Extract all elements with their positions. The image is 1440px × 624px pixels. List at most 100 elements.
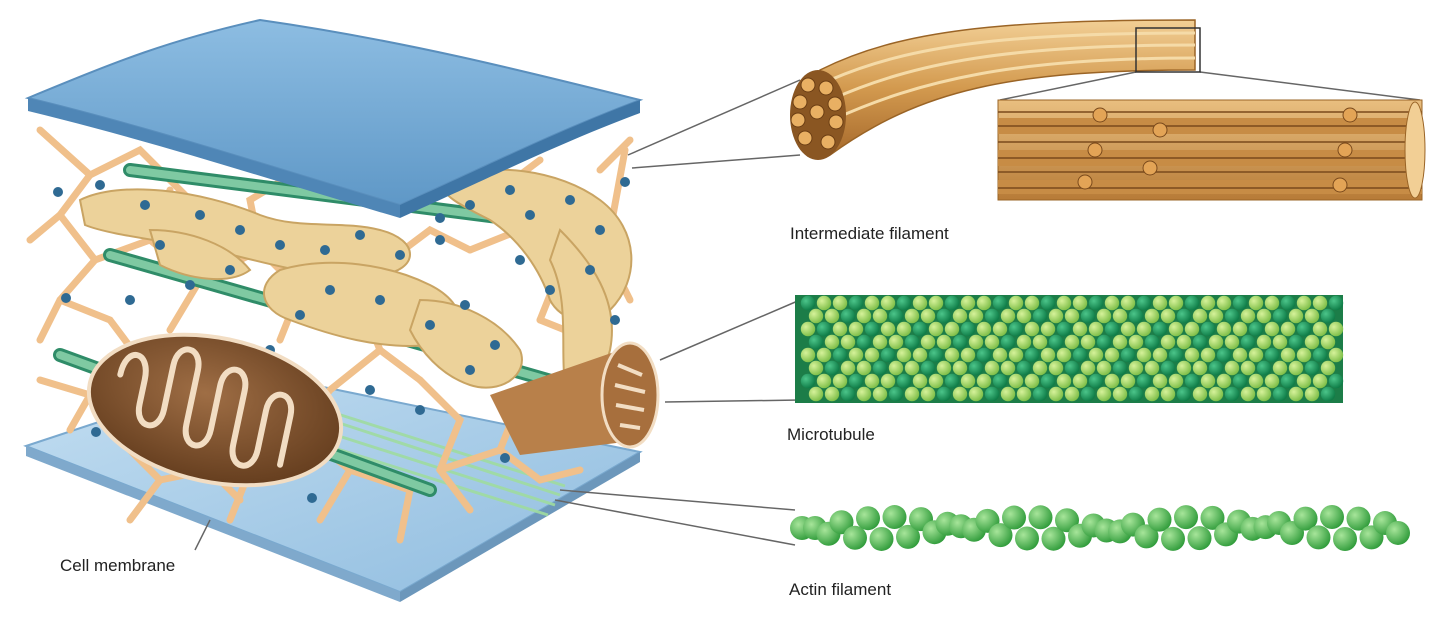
actin-monomer — [896, 524, 920, 549]
tubulin-subunit — [1232, 347, 1248, 363]
tubulin-subunit — [1184, 373, 1200, 389]
tubulin-subunit — [928, 295, 944, 311]
tubulin-subunit — [1040, 295, 1056, 311]
tubulin-subunit — [1232, 373, 1248, 389]
tubulin-subunit — [1192, 334, 1208, 350]
tubulin-subunit — [848, 373, 864, 389]
actin-monomer — [1028, 505, 1053, 530]
tubulin-subunit — [1032, 308, 1048, 324]
tubulin-subunit — [1112, 360, 1128, 376]
tubulin-subunit — [1024, 295, 1040, 311]
tubulin-subunit — [944, 321, 960, 337]
tubulin-subunit — [1136, 347, 1152, 363]
tubulin-subunit — [1104, 373, 1120, 389]
tubulin-subunit — [824, 360, 840, 376]
tubulin-subunit — [1160, 360, 1176, 376]
tubulin-subunit — [1264, 321, 1280, 337]
tubulin-subunit — [864, 373, 880, 389]
tubulin-subunit — [1120, 373, 1136, 389]
tubulin-subunit — [1080, 360, 1096, 376]
tubulin-subunit — [1104, 347, 1120, 363]
tubulin-subunit — [1016, 334, 1032, 350]
tubulin-subunit — [952, 334, 968, 350]
tubulin-subunit — [1216, 321, 1232, 337]
tubulin-subunit — [880, 295, 896, 311]
tubulin-subunit — [1200, 373, 1216, 389]
actin-monomer — [1161, 526, 1185, 551]
tubulin-subunit — [824, 334, 840, 350]
tubulin-subunit — [824, 386, 840, 402]
tubulin-subunit — [968, 386, 984, 402]
tubulin-subunit — [832, 373, 848, 389]
tubulin-subunit — [864, 347, 880, 363]
tubulin-subunit — [1032, 360, 1048, 376]
tubulin-subunit — [808, 360, 824, 376]
actin-filament-detail — [790, 505, 1410, 551]
tubulin-subunit — [1264, 373, 1280, 389]
tubulin-subunit — [912, 321, 928, 337]
tubulin-subunit — [1208, 308, 1224, 324]
tubulin-subunit — [968, 308, 984, 324]
tubulin-subunit — [872, 386, 888, 402]
tubulin-subunit — [808, 334, 824, 350]
tubulin-subunit — [800, 373, 816, 389]
tubulin-subunit — [1296, 373, 1312, 389]
tubulin-subunit — [912, 295, 928, 311]
actin-monomer — [1015, 526, 1039, 551]
tubulin-subunit — [1080, 308, 1096, 324]
tubulin-subunit — [1168, 295, 1184, 311]
tubulin-subunit — [1200, 321, 1216, 337]
tubulin-subunit — [1168, 347, 1184, 363]
tubulin-subunit — [1144, 360, 1160, 376]
tubulin-subunit — [1144, 308, 1160, 324]
tubulin-subunit — [1152, 321, 1168, 337]
tubulin-subunit — [848, 321, 864, 337]
tubulin-subunit — [816, 373, 832, 389]
cell-block — [23, 18, 660, 602]
tubulin-subunit — [1000, 360, 1016, 376]
microtubule-label: Microtubule — [787, 425, 875, 444]
tubulin-subunit — [800, 321, 816, 337]
tubulin-subunit — [936, 360, 952, 376]
tubulin-subunit — [1048, 386, 1064, 402]
tubulin-subunit — [1016, 386, 1032, 402]
tubulin-subunit — [840, 386, 856, 402]
connector-lines — [194, 71, 1421, 551]
tubulin-subunit — [1328, 295, 1344, 311]
tubulin-subunit — [1008, 373, 1024, 389]
tubulin-subunit — [1032, 334, 1048, 350]
tubulin-subunit — [1288, 386, 1304, 402]
tubulin-subunit — [1272, 334, 1288, 350]
tubulin-subunit — [840, 308, 856, 324]
tubulin-subunit — [1320, 360, 1336, 376]
tubulin-subunit — [1048, 334, 1064, 350]
tubulin-subunit — [1288, 308, 1304, 324]
tubulin-subunit — [1072, 373, 1088, 389]
endoplasmic-reticulum — [78, 168, 633, 393]
tubulin-subunit — [968, 360, 984, 376]
tubulin-subunit — [1048, 360, 1064, 376]
tubulin-subunit — [1152, 295, 1168, 311]
tubulin-subunit — [1032, 386, 1048, 402]
tubulin-subunit — [960, 373, 976, 389]
tubulin-subunit — [992, 295, 1008, 311]
tubulin-subunit — [1024, 347, 1040, 363]
tubulin-subunit — [1312, 321, 1328, 337]
tubulin-subunit — [1152, 373, 1168, 389]
tubulin-subunit — [1072, 295, 1088, 311]
tubulin-subunit — [1192, 308, 1208, 324]
tubulin-subunit — [1264, 347, 1280, 363]
tubulin-subunit — [872, 360, 888, 376]
tubulin-subunit — [1280, 321, 1296, 337]
actin-monomer — [869, 526, 894, 551]
tubulin-subunit — [888, 308, 904, 324]
tubulin-subunit — [904, 386, 920, 402]
tubulin-subunit — [976, 347, 992, 363]
tubulin-subunit — [1056, 373, 1072, 389]
tubulin-subunit — [1320, 308, 1336, 324]
tubulin-subunit — [1312, 373, 1328, 389]
tubulin-subunit — [1104, 295, 1120, 311]
tubulin-subunit — [1240, 386, 1256, 402]
tubulin-subunit — [800, 295, 816, 311]
tubulin-subunit — [1144, 386, 1160, 402]
